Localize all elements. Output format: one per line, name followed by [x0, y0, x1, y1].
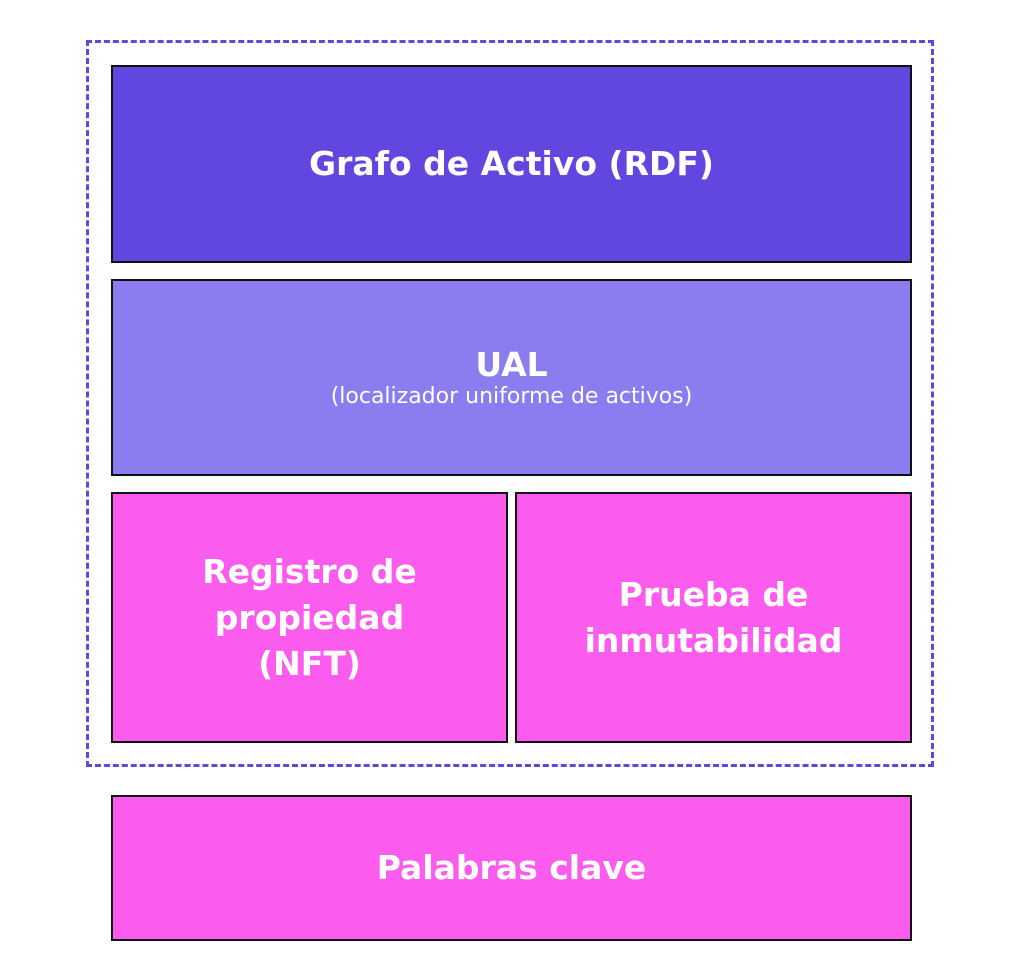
- ownership-line-3: (NFT): [258, 643, 361, 683]
- ownership-record-block: Registro de propiedad (NFT): [111, 492, 508, 743]
- keywords-title: Palabras clave: [376, 848, 647, 887]
- immutability-proof-block: Prueba de inmutabilidad: [515, 492, 912, 743]
- ownership-line-2: propiedad: [214, 597, 405, 637]
- immutability-line-1: Prueba de: [618, 574, 809, 614]
- asset-graph-title: Grafo de Activo (RDF): [308, 144, 714, 183]
- keywords-block: Palabras clave: [111, 795, 912, 941]
- knowledge-asset-boundary: [86, 40, 934, 767]
- asset-graph-block: Grafo de Activo (RDF): [111, 65, 912, 263]
- ual-subtitle: (localizador uniforme de activos): [330, 383, 693, 409]
- ownership-line-1: Registro de: [202, 551, 417, 591]
- immutability-line-2: inmutabilidad: [584, 620, 843, 660]
- ual-title: UAL: [475, 344, 548, 384]
- ual-block: UAL (localizador uniforme de activos): [111, 279, 912, 476]
